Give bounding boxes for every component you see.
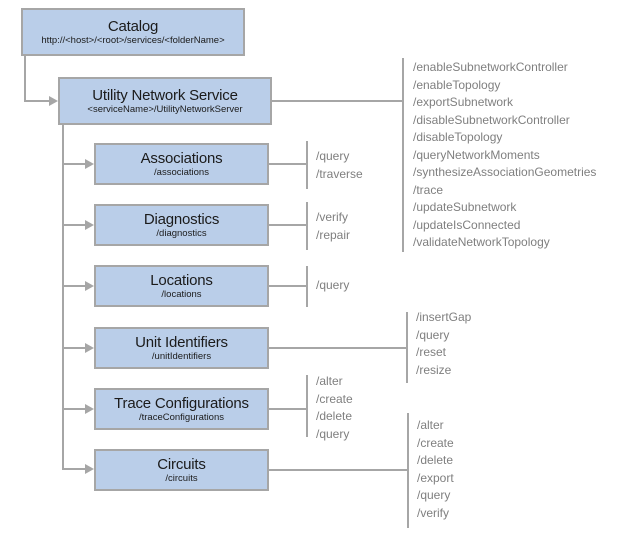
operation-label: /query (316, 278, 350, 292)
resource-box-trace-configurations: Trace Configurations /traceConfiguration… (94, 388, 269, 430)
service-subtitle: <serviceName>/UtilityNetworkServer (87, 104, 243, 115)
circuits-operations-list: /alter/create/delete/export/query/verify (417, 417, 454, 522)
operation-label: /disableSubnetworkController (413, 112, 570, 127)
operation-label: /reset (416, 345, 447, 359)
operation-label: /enableTopology (413, 77, 501, 92)
operation-label: /alter (417, 418, 444, 432)
operation-label: /export (417, 470, 454, 485)
resource-subtitle: /locations (161, 289, 202, 300)
resource-title: Diagnostics (143, 211, 220, 228)
bracket-associations-ops (306, 141, 308, 189)
operation-label: /query (316, 149, 350, 163)
service-title: Utility Network Service (92, 87, 238, 104)
locations-operations-list: /query (316, 277, 349, 295)
operation-label: /enableSubnetworkController (413, 60, 568, 74)
operation-label: /query (316, 426, 350, 441)
operation-label: /exportSubnetwork (413, 95, 514, 109)
service-operations-list: /enableSubnetworkController/enableTopolo… (413, 59, 596, 252)
connector-unit-identifiers-ops (269, 347, 407, 349)
operation-label: /updateIsConnected (413, 217, 521, 232)
connector-catalog-horizontal (24, 100, 50, 102)
trace-configurations-operations-list: /alter/create/delete/query (316, 373, 353, 443)
catalog-title: Catalog (107, 18, 159, 35)
arrowhead-circuits (85, 464, 94, 474)
resource-subtitle: /unitIdentifiers (151, 351, 212, 362)
bracket-locations-ops (306, 266, 308, 307)
arrowhead-unit-identifiers (85, 343, 94, 353)
bracket-service-ops (402, 58, 404, 252)
resource-subtitle: /associations (154, 167, 209, 178)
branch-diagnostics (62, 224, 86, 226)
operation-label: /updateSubnetwork (413, 200, 517, 214)
resource-box-unit-identifiers: Unit Identifiers /unitIdentifiers (94, 327, 269, 369)
connector-trace-configurations-ops (269, 408, 307, 410)
resource-title: Locations (150, 272, 213, 289)
diagnostics-operations-list: /verify/repair (316, 209, 350, 244)
branch-circuits (62, 468, 86, 470)
branch-trace-configurations (62, 408, 86, 410)
associations-operations-list: /query/traverse (316, 148, 363, 183)
resource-subtitle: /circuits (165, 473, 198, 484)
connector-trunk (62, 125, 64, 470)
resource-title: Associations (140, 150, 223, 167)
catalog-subtitle: http://<host>/<root>/services/<folderNam… (41, 35, 225, 46)
branch-unit-identifiers (62, 347, 86, 349)
resource-box-circuits: Circuits /circuits (94, 449, 269, 491)
resource-subtitle: /traceConfigurations (138, 412, 225, 423)
operation-label: /query (416, 327, 450, 342)
resource-title: Unit Identifiers (135, 334, 228, 351)
operation-label: /disableTopology (413, 130, 503, 144)
arrowhead-trace-configurations (85, 404, 94, 414)
operation-label: /delete (316, 409, 353, 423)
unit-identifiers-operations-list: /insertGap/query/reset/resize (416, 309, 471, 379)
connector-diagnostics-ops (269, 224, 307, 226)
connector-catalog-vertical (24, 56, 26, 102)
operation-label: /synthesizeAssociationGeometries (413, 165, 597, 179)
arrowhead-diagnostics (85, 220, 94, 230)
operation-label: /resize (416, 362, 452, 377)
connector-associations-ops (269, 163, 307, 165)
operation-label: /traverse (316, 166, 363, 181)
operation-label: /query (417, 488, 451, 502)
operation-label: /insertGap (416, 310, 472, 324)
resource-box-diagnostics: Diagnostics /diagnostics (94, 204, 269, 246)
resource-title: Circuits (157, 456, 206, 473)
operation-label: /verify (417, 505, 450, 520)
resource-box-locations: Locations /locations (94, 265, 269, 307)
bracket-diagnostics-ops (306, 202, 308, 250)
bracket-trace-configurations-ops (306, 375, 308, 437)
catalog-box: Catalog http://<host>/<root>/services/<f… (21, 8, 245, 56)
operation-label: /delete (417, 453, 454, 467)
connector-locations-ops (269, 285, 307, 287)
operation-label: /verify (316, 210, 349, 224)
operation-label: /queryNetworkMoments (413, 147, 540, 162)
operation-label: /validateNetworkTopology (413, 235, 550, 249)
operation-label: /create (417, 435, 454, 450)
resource-subtitle: /diagnostics (156, 228, 207, 239)
bracket-circuits-ops (407, 413, 409, 528)
arrowhead-service (49, 96, 58, 106)
arrowhead-locations (85, 281, 94, 291)
operation-label: /create (316, 391, 353, 406)
operation-label: /alter (316, 374, 343, 388)
bracket-unit-identifiers-ops (406, 312, 408, 383)
connector-circuits-ops (269, 469, 408, 471)
operation-label: /trace (413, 182, 444, 197)
arrowhead-associations (85, 159, 94, 169)
resource-box-associations: Associations /associations (94, 143, 269, 185)
branch-associations (62, 163, 86, 165)
service-box: Utility Network Service <serviceName>/Ut… (58, 77, 272, 125)
connector-service-ops (272, 100, 403, 102)
branch-locations (62, 285, 86, 287)
operation-label: /repair (316, 227, 351, 242)
resource-title: Trace Configurations (114, 395, 249, 412)
